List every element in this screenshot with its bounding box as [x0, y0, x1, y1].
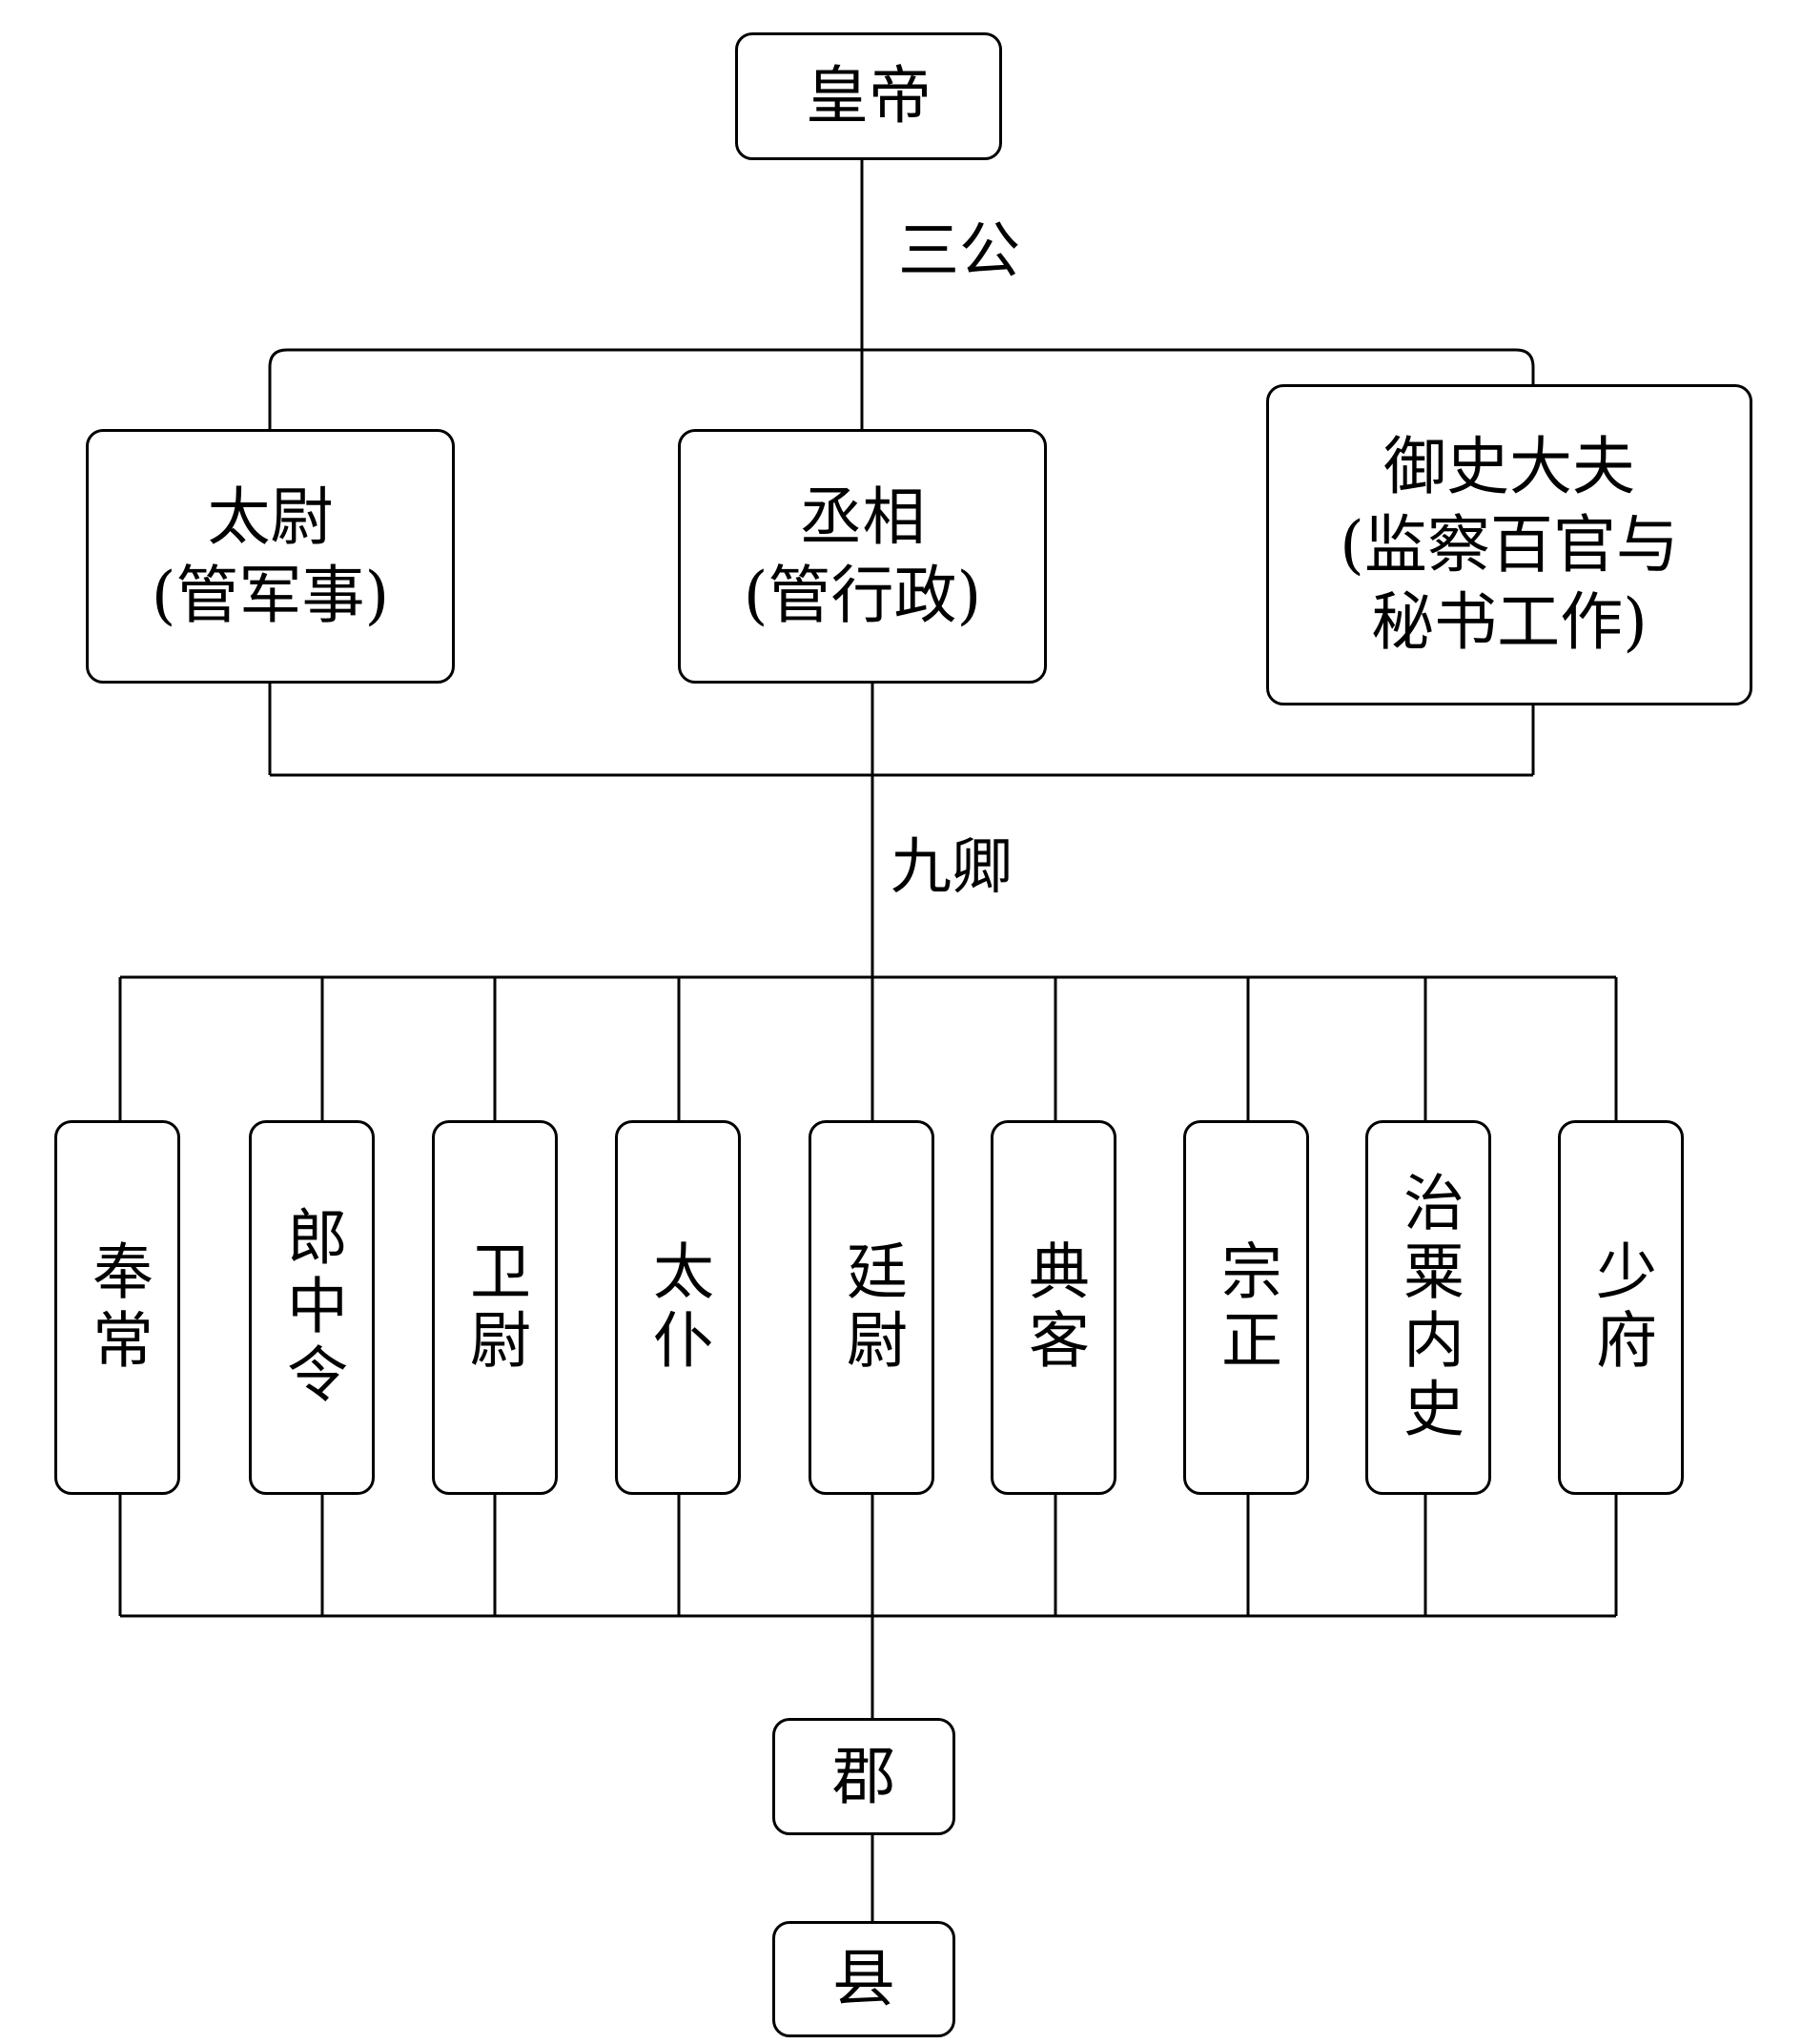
commandery-label: 郡 [832, 1739, 895, 1813]
yushidafu-label: 御史大夫 (监察百官与 秘书工作) [1340, 429, 1679, 660]
shaofu-label: 少府 [1586, 1238, 1656, 1377]
minister-taipu: 太仆 [615, 1120, 741, 1495]
langzhongling-label: 郎中令 [276, 1204, 347, 1411]
minister-tingwei: 廷尉 [809, 1120, 934, 1495]
county-label: 县 [832, 1942, 895, 2016]
official-chengxiang: 丞相 (管行政) [678, 429, 1047, 684]
sangong-label: 三公 [898, 216, 1020, 287]
minister-shaofu: 少府 [1558, 1120, 1684, 1495]
county-box: 县 [772, 1921, 955, 2037]
minister-fengchang: 奉常 [54, 1120, 180, 1495]
official-taiwei: 太尉 (管军事) [86, 429, 455, 684]
chengxiang-label: 丞相 (管行政) [743, 480, 982, 632]
minister-weiwei: 卫尉 [432, 1120, 558, 1495]
taiwei-label: 太尉 (管军事) [151, 480, 390, 632]
minister-zongzheng: 宗正 [1183, 1120, 1309, 1495]
minister-dianke: 典客 [991, 1120, 1116, 1495]
fengchang-label: 奉常 [82, 1238, 153, 1377]
dianke-label: 典客 [1018, 1238, 1089, 1377]
tingwei-label: 廷尉 [836, 1238, 907, 1377]
commandery-box: 郡 [772, 1718, 955, 1835]
zongzheng-label: 宗正 [1211, 1238, 1281, 1377]
zhisuneishi-label: 治粟内史 [1393, 1170, 1464, 1445]
official-yushidafu: 御史大夫 (监察百官与 秘书工作) [1266, 384, 1752, 705]
emperor-box: 皇帝 [735, 32, 1002, 160]
minister-zhisuneishi: 治粟内史 [1365, 1120, 1491, 1495]
weiwei-label: 卫尉 [460, 1238, 530, 1377]
jiuqing-label: 九卿 [891, 832, 1013, 903]
minister-langzhongling: 郎中令 [249, 1120, 375, 1495]
emperor-label: 皇帝 [806, 59, 932, 133]
taipu-label: 太仆 [643, 1238, 713, 1377]
